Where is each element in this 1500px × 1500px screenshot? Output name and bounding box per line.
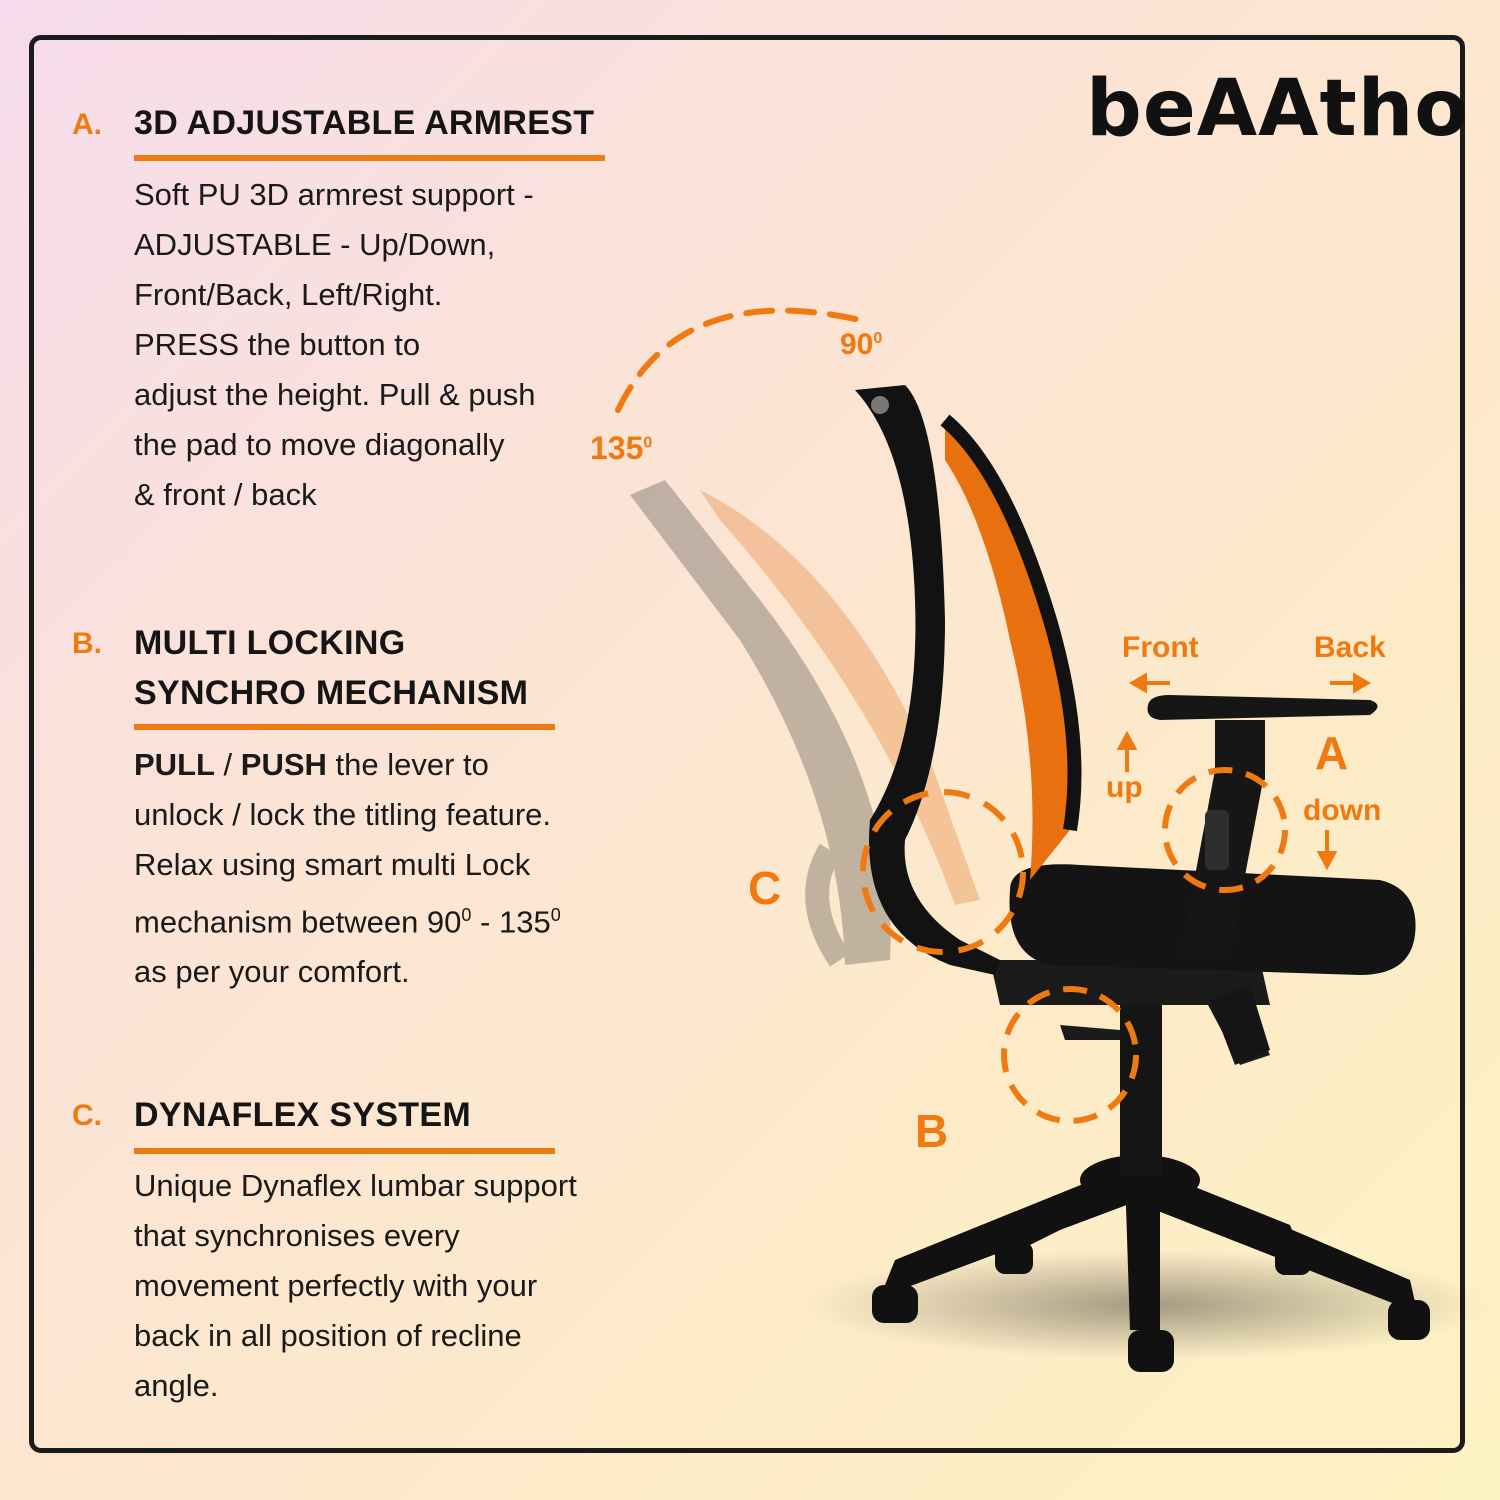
body-line: Front/Back, Left/Right.: [134, 277, 443, 312]
gas-lift: [1120, 1005, 1162, 1175]
section-a-letter: A.: [72, 108, 102, 141]
section-b-title: MULTI LOCKING SYNCHRO MECHANISM: [134, 618, 528, 718]
section-a-body: Soft PU 3D armrest support - ADJUSTABLE …: [134, 170, 674, 520]
section-c-title: DYNAFLEX SYSTEM: [134, 1096, 471, 1134]
section-b-title-line: SYNCHRO MECHANISM: [134, 674, 529, 712]
body-line: back in all position of recline: [134, 1318, 522, 1353]
angle-value: 135: [590, 430, 644, 466]
dynaflex-highlight-circle: [860, 789, 1026, 955]
body-line: the pad to move diagonally: [134, 427, 505, 462]
body-line: unlock / lock the titling feature.: [134, 797, 552, 832]
degree-sup: 0: [873, 330, 883, 347]
back-arrow-head: [1353, 672, 1371, 694]
down-arrow-head: [1316, 851, 1338, 871]
up-arrow-head: [1116, 730, 1138, 750]
body-line: ADJUSTABLE - Up/Down,: [134, 227, 496, 262]
body-text: the lever to: [326, 747, 489, 782]
chair-base: [885, 1155, 1415, 1330]
body-line: Soft PU 3D armrest support -: [134, 177, 534, 212]
up-label: up: [1106, 771, 1143, 804]
section-a-title: 3D ADJUSTABLE ARMREST: [134, 104, 595, 142]
section-c-letter: C.: [72, 1099, 102, 1132]
section-a-underline: [134, 155, 605, 161]
body-line: Unique Dynaflex lumbar support: [134, 1168, 577, 1203]
angle-value: 90: [840, 328, 874, 361]
body-line: PULL / PUSH the lever to: [134, 740, 674, 790]
body-line: mechanism between 900 - 1350: [134, 890, 674, 947]
reclined-backrest-ghost: [630, 480, 980, 967]
degree-sup: 0: [461, 905, 472, 925]
body-line: angle.: [134, 1368, 219, 1403]
back-label: Back: [1314, 631, 1386, 664]
recline-angle-arc: [615, 307, 863, 413]
section-c-body: Unique Dynaflex lumbar support that sync…: [134, 1161, 674, 1411]
body-text: mechanism between 90: [134, 904, 462, 940]
armrest: [1147, 695, 1378, 955]
angle-label-recline: 1350: [590, 432, 652, 464]
degree-sup: 0: [550, 905, 561, 925]
section-c-underline: [134, 1148, 555, 1154]
body-line: that synchronises every: [134, 1218, 460, 1253]
lever-highlight-circle: [1001, 986, 1139, 1124]
sep: /: [214, 747, 241, 782]
body-line: as per your comfort.: [134, 954, 410, 990]
marker-b: B: [915, 1105, 949, 1157]
front-label: Front: [1122, 631, 1199, 664]
section-b-letter: B.: [72, 627, 102, 660]
body-line: & front / back: [134, 477, 317, 512]
tension-knob: [1210, 985, 1270, 1065]
direction-arrows: [1116, 672, 1371, 871]
angle-label-upright: 900: [840, 330, 882, 360]
backrest: [855, 385, 1082, 975]
marker-a: A: [1315, 727, 1349, 779]
brand-logo: beAAtho: [1086, 64, 1469, 154]
marker-c: C: [748, 862, 782, 914]
body-line: Relax using smart multi Lock: [134, 847, 531, 882]
degree-sup: 0: [643, 434, 653, 452]
section-b-underline: [134, 724, 555, 730]
down-label: down: [1303, 794, 1382, 827]
pull-word: PULL: [134, 747, 215, 782]
body-line: movement perfectly with your: [134, 1268, 538, 1303]
body-line: PRESS the button to: [134, 327, 421, 362]
front-arrow-head: [1129, 672, 1147, 694]
body-text: - 135: [471, 904, 551, 940]
chair-casters: [872, 1242, 1430, 1372]
push-word: PUSH: [240, 747, 327, 782]
body-line: adjust the height. Pull & push: [134, 377, 536, 412]
armrest-highlight-circle: [1162, 767, 1288, 893]
section-b-title-line: MULTI LOCKING: [134, 624, 406, 662]
page-frame: [29, 35, 1465, 1453]
section-b-body: PULL / PUSH the lever to unlock / lock t…: [134, 740, 674, 997]
